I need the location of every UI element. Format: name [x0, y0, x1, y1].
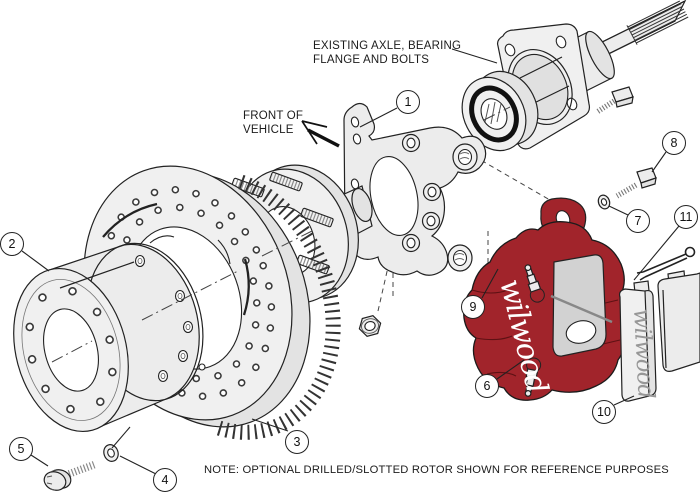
- flange-bolt: [595, 86, 634, 115]
- caliper-bracket: [343, 102, 487, 276]
- callout-2-balloon: 2: [0, 232, 24, 256]
- rotor-slot: [242, 258, 250, 316]
- bolt-item5: [43, 460, 98, 491]
- callout-6-balloon: 6: [475, 374, 499, 398]
- callout-7-balloon: 7: [626, 209, 650, 233]
- cotter-pin: [636, 246, 696, 281]
- hat-adapter: [13, 242, 204, 433]
- front-of-vehicle-label: FRONT OF VEHICLE: [243, 110, 303, 137]
- axle-label-line2: FLANGE AND BOLTS: [313, 53, 430, 66]
- bracket-bolt-bosses: [401, 133, 442, 253]
- axle-label-line1: EXISTING AXLE, BEARING: [313, 40, 462, 52]
- bearing-seal-ring: [469, 85, 519, 143]
- callout-4-balloon: 4: [153, 468, 177, 492]
- axle-splines: [626, 0, 689, 45]
- callout-1-balloon: 1: [396, 90, 420, 114]
- callout-8-balloon: 8: [662, 131, 686, 155]
- callout-10-balloon: 10: [592, 400, 616, 424]
- inner-pad-friction-face: [618, 288, 650, 402]
- axle-label: EXISTING AXLE, BEARING FLANGE AND BOLTS: [313, 40, 461, 67]
- callout-5-balloon: 5: [9, 437, 33, 461]
- front-label-line1: FRONT OF: [243, 110, 304, 122]
- hat-rear-flange-holes: [134, 254, 194, 383]
- hat-center-bore: [43, 308, 99, 392]
- callout-3-balloon: 3: [285, 430, 309, 454]
- outer-pad: [657, 272, 700, 372]
- reference-note: NOTE: OPTIONAL DRILLED/SLOTTED ROTOR SHO…: [204, 464, 669, 476]
- leader-lines: [21, 48, 680, 475]
- centerlines: [51, 106, 511, 363]
- rotor-slot: [102, 202, 158, 238]
- bracket-opening: [369, 156, 419, 236]
- pad-retainer-pin: [550, 294, 613, 324]
- bleed-screw-lower: [524, 357, 542, 397]
- callout-9-balloon: 9: [461, 295, 485, 319]
- bracket-threaded-ears: [447, 143, 478, 272]
- brake-pads: wilwood: [618, 270, 700, 402]
- axle-bearing: [461, 70, 539, 152]
- washer-item7: [597, 194, 611, 210]
- bolt-item8: [615, 167, 657, 199]
- bleed-screw-upper: [524, 264, 545, 303]
- pad-wilwood-logo: wilwood: [628, 308, 659, 399]
- axle-assembly: [461, 0, 689, 152]
- hex-nut: [358, 315, 382, 337]
- front-label-line2: VEHICLE: [243, 123, 294, 136]
- rotor-vane-slots: [213, 174, 341, 440]
- brake-caliper: wilwood: [463, 197, 626, 401]
- callout-11-balloon: 11: [674, 205, 698, 229]
- front-of-vehicle-arrow: [301, 120, 340, 148]
- washer-item4: [103, 444, 119, 462]
